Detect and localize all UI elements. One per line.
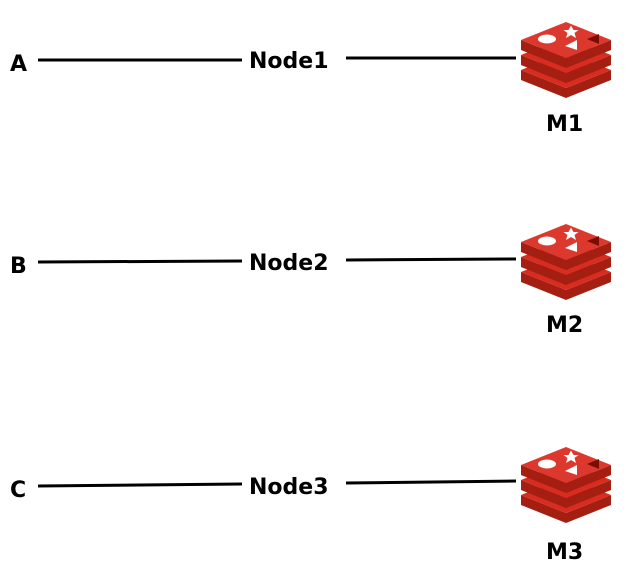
server-label-m1: M1 bbox=[546, 112, 583, 137]
server-label-m3: M3 bbox=[546, 540, 583, 565]
node-label-node2: Node2 bbox=[249, 251, 329, 276]
client-label-a: A bbox=[10, 52, 27, 77]
connector-node2-m2 bbox=[345, 257, 517, 262]
row-1: A Node1 M1 bbox=[10, 22, 611, 137]
server-label-m2: M2 bbox=[546, 313, 583, 338]
connector-client-node3 bbox=[37, 482, 243, 488]
row-3: C Node3 M3 bbox=[10, 447, 611, 565]
connector-client-node2 bbox=[37, 259, 243, 264]
client-label-b: B bbox=[10, 254, 27, 279]
redis-icon bbox=[521, 447, 611, 523]
row-2: B Node2 M2 bbox=[10, 224, 611, 338]
node-label-node1: Node1 bbox=[249, 49, 329, 74]
client-label-c: C bbox=[10, 478, 26, 503]
node-label-node3: Node3 bbox=[249, 475, 329, 500]
redis-icon bbox=[521, 224, 611, 300]
redis-icon bbox=[521, 22, 611, 98]
connector-node3-m3 bbox=[345, 479, 517, 485]
